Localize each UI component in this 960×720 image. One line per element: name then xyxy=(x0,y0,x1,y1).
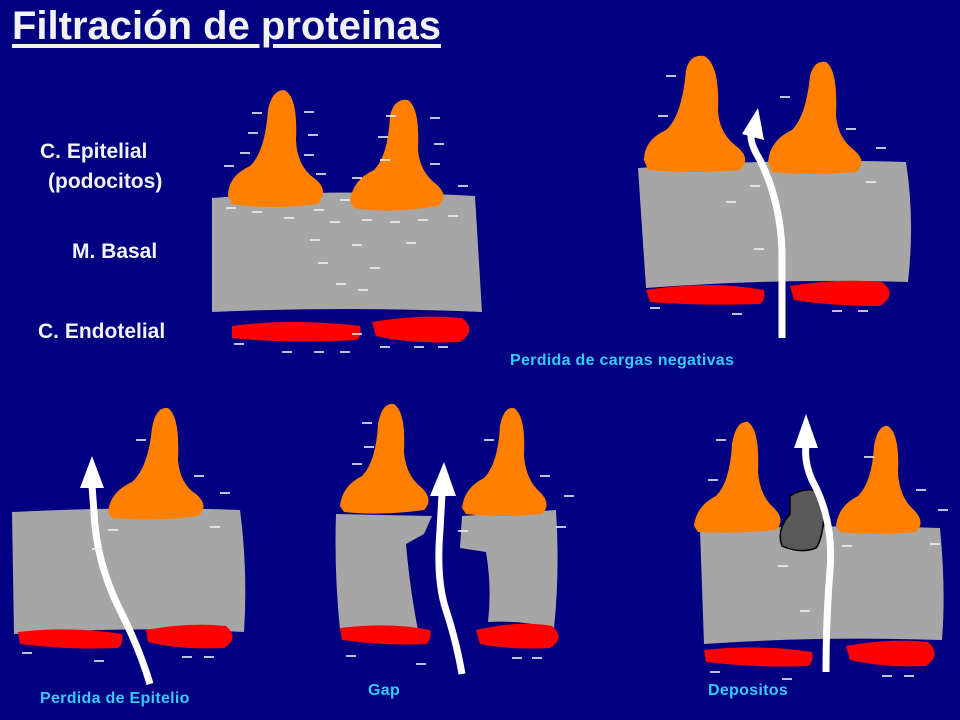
negative-charges xyxy=(346,422,574,665)
podocyte xyxy=(644,55,746,172)
panel-cargas xyxy=(638,55,912,338)
panel-depositos xyxy=(694,414,948,680)
podocyte xyxy=(228,90,324,207)
endothelial-cell xyxy=(476,623,559,649)
filtration-arrow xyxy=(794,414,835,673)
podocyte xyxy=(768,61,862,174)
basal-membrane xyxy=(638,160,912,288)
endothelial-cell xyxy=(372,316,470,343)
podocyte xyxy=(836,425,921,534)
podocyte xyxy=(350,99,444,211)
negative-charges xyxy=(650,75,886,315)
label-endotelial: C. Endotelial xyxy=(38,320,166,343)
label-podocitos: (podocitos) xyxy=(48,170,163,193)
endothelial-cell xyxy=(340,625,431,645)
basal-membrane xyxy=(700,526,944,644)
basal-membrane xyxy=(12,508,246,634)
basal-membrane xyxy=(212,192,482,312)
negative-charges xyxy=(224,111,468,353)
caption-gap: Gap xyxy=(368,682,401,699)
filtration-arrow xyxy=(742,108,786,338)
filtration-arrow xyxy=(430,462,466,675)
basal-membrane-right xyxy=(460,510,558,628)
panel-gap xyxy=(335,403,574,675)
panel-normal xyxy=(212,90,482,353)
endothelial-cell xyxy=(232,322,361,342)
endothelial-cell xyxy=(846,640,935,667)
endothelial-cell xyxy=(146,624,233,649)
endothelial-cell xyxy=(18,629,123,649)
label-epitelial: C. Epitelial xyxy=(40,140,148,163)
slide-title: Filtración de proteinas xyxy=(12,4,441,48)
podocyte xyxy=(340,403,429,514)
label-basal: M. Basal xyxy=(72,240,158,263)
endothelial-cell xyxy=(646,285,765,305)
negative-charges xyxy=(22,439,230,662)
caption-depositos: Depositos xyxy=(708,682,789,699)
podocyte xyxy=(108,407,204,520)
podocyte xyxy=(462,407,547,516)
podocyte xyxy=(694,421,781,533)
filtration-arrow xyxy=(80,456,154,685)
negative-charges xyxy=(708,439,948,680)
caption-cargas: Perdida de cargas negativas xyxy=(510,352,735,369)
endothelial-cell xyxy=(790,280,890,306)
panel-epitelio xyxy=(12,407,246,685)
caption-epitelio: Perdida de Epitelio xyxy=(40,690,190,707)
endothelial-cell xyxy=(704,647,813,667)
basal-membrane-left xyxy=(335,514,432,630)
